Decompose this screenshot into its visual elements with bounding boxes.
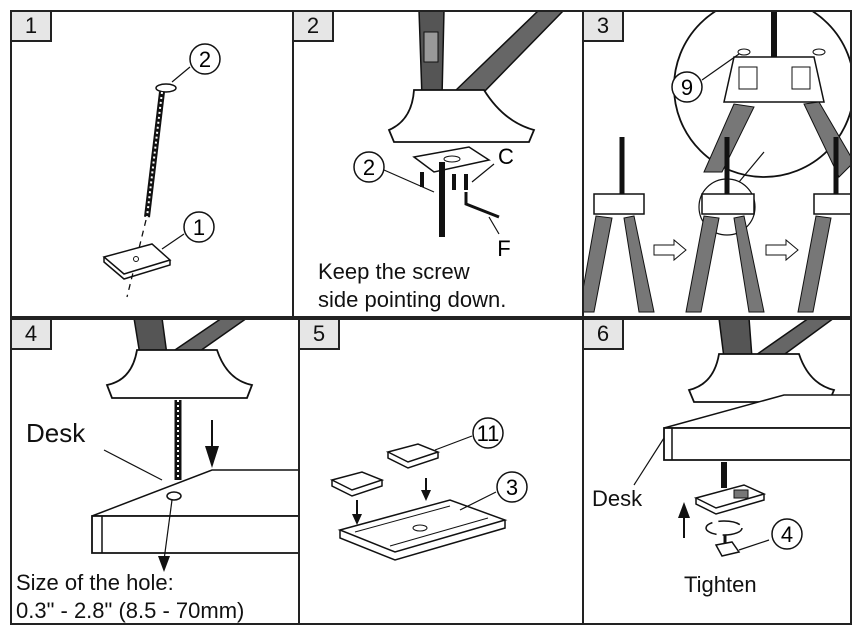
desk-label: Desk [592, 486, 643, 511]
step-6-panel: 6 4 Desk Tighten [582, 318, 852, 625]
callout-9: 9 [681, 75, 693, 100]
screw-orientation-note-line2: side pointing down. [318, 287, 507, 312]
hole-size-label: Size of the hole: [16, 570, 174, 595]
tighten-label: Tighten [684, 572, 757, 597]
callout-3: 3 [506, 475, 518, 500]
step-number-badge: 1 [12, 12, 52, 42]
step-4-panel: 4 Desk Size of the hole: 0.3" - 2.8" (8.… [10, 318, 300, 625]
screw-orientation-note-line1: Keep the screw [318, 259, 470, 284]
step-4-illustration [91, 320, 298, 572]
callout-4: 4 [781, 522, 793, 547]
step-number-badge: 3 [584, 12, 624, 42]
step-number-badge: 6 [584, 320, 624, 350]
callout-f: F [497, 236, 510, 261]
step-6-illustration: 4 [633, 320, 850, 557]
step-3-illustration: 9 [584, 12, 850, 313]
step-number-badge: 4 [12, 320, 52, 350]
step-1-panel: 1 2 1 [10, 10, 294, 318]
step-1-illustration: 2 1 [102, 43, 221, 298]
step-2-illustration: 2 C F [353, 12, 564, 261]
callout-2: 2 [363, 155, 375, 180]
hole-size-range: 0.3" - 2.8" (8.5 - 70mm) [16, 598, 245, 623]
callout-c: C [498, 144, 514, 169]
step-5-panel: 5 11 3 [298, 318, 584, 625]
callout-11: 11 [477, 421, 500, 446]
step-number-badge: 2 [294, 12, 334, 42]
step-number-badge: 5 [300, 320, 340, 350]
callout-2: 2 [199, 47, 211, 72]
step-2-panel: 2 2 C F Keep the screw side pointing dow… [292, 10, 584, 318]
desk-label: Desk [26, 418, 86, 448]
step-3-panel: 3 9 [582, 10, 852, 318]
step-5-illustration: 11 3 [329, 417, 528, 561]
callout-1: 1 [193, 215, 205, 240]
